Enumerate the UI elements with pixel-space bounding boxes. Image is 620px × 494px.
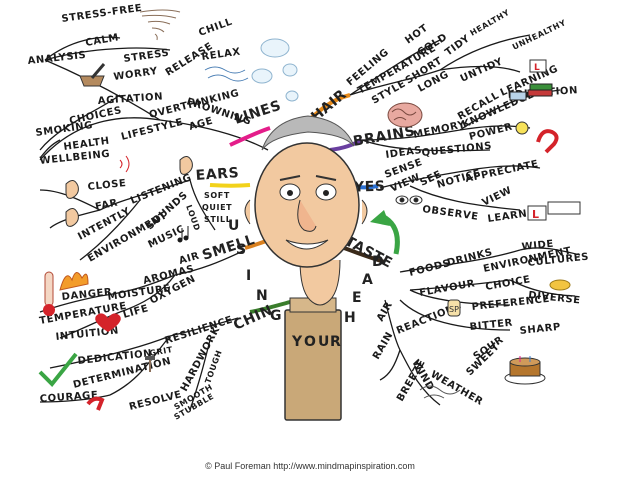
books-icon — [509, 83, 553, 101]
salt-pepper-label: SP — [449, 305, 459, 314]
fire-icon — [59, 272, 89, 291]
wind-swirl-icon — [419, 385, 461, 399]
word-age: AGE — [188, 116, 215, 133]
center-letter-u: U — [228, 218, 239, 234]
word-danger: DANGER — [61, 287, 113, 303]
word-wellbeing: WELLBEING — [39, 149, 111, 167]
branch-lines — [39, 36, 269, 161]
ears-connector — [209, 183, 251, 188]
chin-connector — [249, 300, 291, 314]
word-courage: COURAGE — [39, 390, 98, 405]
brains-connector — [329, 138, 363, 152]
brain-icon — [387, 102, 423, 128]
heart-icon — [95, 313, 121, 332]
word-foods: FOODS — [408, 258, 452, 279]
word-analysis: ANALYSIS — [27, 50, 87, 67]
word-observe: OBSERVE — [422, 204, 480, 223]
word-smoking: SMOKING — [35, 120, 94, 139]
word-preference: PREFERENCE — [471, 294, 550, 313]
sound-waves-icon — [119, 155, 130, 173]
branch-taste — [399, 247, 581, 331]
word-chill: CHILL — [197, 16, 234, 38]
word-wide: WIDE — [521, 239, 554, 253]
lightbulb-icon — [515, 121, 529, 135]
word-ideas: IDEAS — [385, 145, 423, 161]
center-letter-g: G — [270, 308, 282, 324]
mortar-pestle-icon — [79, 63, 106, 87]
credit-line: © Paul Foreman http://www.mindmapinspira… — [205, 461, 415, 471]
word-worry: WORRY — [113, 66, 159, 83]
word-soft: SOFT — [204, 191, 230, 200]
l-plate-icon: L — [529, 59, 547, 73]
music-notes-icon — [177, 226, 189, 243]
clouds-icon — [251, 38, 299, 102]
word-loud: LOUD — [184, 204, 202, 233]
word-unhealthy: UNHEALTHY — [511, 18, 568, 52]
salt-pepper-icon: SP — [447, 299, 461, 317]
word-flavour: FLAVOUR — [419, 278, 476, 299]
word-questions: QUESTIONS — [421, 141, 492, 159]
head-illustration — [244, 115, 368, 421]
word-relax: RELAX — [201, 47, 242, 63]
center-letter-o: O — [304, 334, 316, 350]
center-letter-i: I — [246, 268, 251, 284]
hammer-icon — [145, 356, 155, 372]
word-agitation: AGITATION — [97, 91, 163, 107]
word-view-2: VIEW — [480, 185, 513, 209]
word-learn: LEARN — [487, 209, 528, 225]
center-letter-d: D — [372, 254, 384, 270]
tornado-icon — [139, 9, 181, 41]
branch-eyes — [379, 165, 541, 211]
word-appreciate: APPRECIATE — [464, 159, 539, 185]
branch-label-ears: EARS — [195, 165, 240, 184]
word-diverse: DIVERSE — [528, 290, 581, 306]
coin-icon — [549, 279, 571, 291]
eyes-icon — [395, 195, 423, 205]
word-memory: MEMORY — [412, 119, 467, 141]
branch-air — [379, 299, 441, 406]
ear-icon — [65, 156, 193, 227]
svg-text:L: L — [532, 208, 539, 221]
scribble-icon — [204, 66, 249, 82]
word-grit: GRIT — [149, 345, 174, 358]
arrow-icon — [370, 210, 400, 255]
word-untidy: UNTIDY — [459, 56, 505, 85]
center-title: U S I N G Y O U R H E A D — [228, 218, 384, 350]
word-choice: CHOICE — [485, 274, 532, 293]
thermometer-icon — [43, 271, 55, 316]
center-letter-n: N — [256, 288, 268, 304]
word-quiet: QUIET — [202, 203, 232, 212]
word-lifestyle: LIFESTYLE — [120, 117, 184, 143]
word-resilience: RESILIENCE — [164, 314, 235, 346]
center-letter-r: R — [330, 334, 341, 350]
checkmark-icon — [38, 352, 78, 387]
word-bitter: BITTER — [469, 318, 513, 333]
word-stress: STRESS — [123, 48, 170, 65]
word-stress-free: STRESS-FREE — [61, 3, 143, 25]
center-letter-u2: U — [318, 334, 329, 350]
center-letter-e: E — [352, 290, 362, 306]
lines-connector — [229, 126, 271, 147]
center-letter-s: S — [236, 242, 246, 258]
learner-plates-icon: L — [527, 201, 581, 221]
cake-icon — [504, 356, 546, 385]
svg-text:L: L — [534, 63, 540, 73]
branch-label-chin: CHIN — [231, 302, 275, 333]
word-calm: CALM — [85, 32, 120, 49]
branch-label-air: AIR — [375, 300, 395, 324]
center-letter-a: A — [362, 272, 373, 288]
exclamation-icon — [86, 396, 105, 411]
center-letter-y: Y — [291, 334, 303, 350]
branch-label-smell: SMELL — [200, 232, 257, 264]
word-sharp: SHARP — [519, 322, 561, 337]
word-still: STILL — [204, 215, 231, 224]
center-letter-h: H — [344, 310, 356, 326]
word-rain: RAIN — [371, 330, 395, 361]
word-far: FAR — [94, 197, 119, 213]
branch-hair — [349, 34, 531, 96]
word-healthy: HEALTHY — [469, 8, 512, 38]
word-close: CLOSE — [87, 178, 127, 193]
question-mark-icon — [536, 129, 559, 154]
